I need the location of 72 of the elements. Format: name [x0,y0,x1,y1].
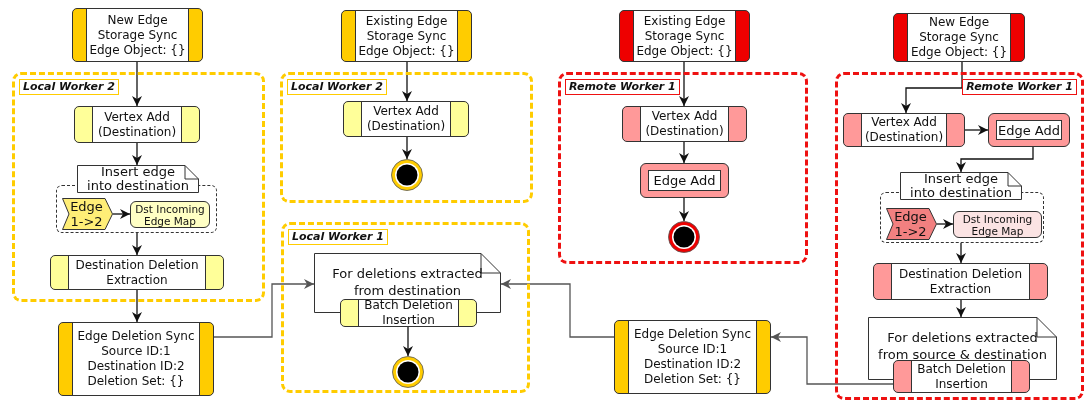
flag-label: Edge 1->2 [893,208,928,240]
arrow [132,232,142,256]
arrow [402,136,412,160]
box-label: Vertex Add (Destination) [640,106,729,142]
box-label: Batch Deletion Insertion [911,360,1012,393]
arrow [964,125,989,135]
box-label: Batch Deletion Insertion [358,299,459,327]
worker-group [12,72,265,302]
arrow [132,289,142,323]
action-box [988,113,1070,147]
flag-label: Edge 1->2 [69,198,104,230]
worker-group [281,222,530,393]
arrow [679,197,689,222]
action-box [622,106,747,142]
box-label: Existing Edge Storage Sync Edge Object: {} [633,10,736,62]
box-label: Vertex Add (Destination) [361,101,451,137]
note-text: Insert edge into destination [86,165,190,193]
message-box [614,320,771,394]
arrow [679,61,689,107]
action-box [343,101,469,137]
action-box [640,163,729,198]
box-label: Vertex Add (Destination) [92,106,182,143]
box-label: Edge Add [648,170,721,191]
box-label: Destination Deletion Extraction [68,255,206,290]
box-label: Vertex Add (Destination) [861,113,947,147]
arrow [956,299,966,318]
box-label: Edge Add [996,120,1062,140]
arrow [901,61,963,114]
arrow [956,146,1034,173]
box-label: New Edge Storage Sync Edge Object: {} [907,13,1011,62]
arrow [402,61,412,102]
arrow [112,209,131,219]
box-label: New Edge Storage Sync Edge Object: {} [86,8,189,62]
arrow [403,326,413,357]
message-box [72,8,203,62]
box-label: Destination Deletion Extraction [891,263,1030,300]
box-label: Existing Edge Storage Sync Edge Object: {} [355,10,458,62]
action-box [50,255,224,290]
box-label: Edge Deletion Sync Source ID:1 Destination ID:2 Deletion Set: {} [72,322,200,396]
action-box [843,113,965,147]
message-box [341,10,472,62]
arrow [132,142,142,166]
arrow [500,279,615,338]
note-text: For deletions extracted from source & destination [877,329,1048,363]
group-title: Local Worker 1 [288,229,388,245]
arrow [956,242,966,264]
note-text: Insert edge into destination [909,172,1013,200]
box-label: Edge Deletion Sync Source ID:1 Destination ID:2 Deletion Set: {} [628,320,757,394]
action-box [893,360,1030,393]
action-box [873,263,1048,300]
edge-flag [886,208,937,240]
arrow [132,61,142,107]
message-box [58,322,214,396]
action-box [340,299,477,327]
group-title: Remote Worker 1 [962,79,1077,95]
group-title: Local Worker 2 [19,79,119,95]
message-box [619,10,750,62]
worker-group [280,72,533,203]
map-box: Dst Incoming Edge Map [130,201,210,228]
worker-group [835,72,1084,400]
arrow [679,141,689,164]
message-box [893,13,1025,62]
arrow [770,332,894,385]
arrow [213,279,315,338]
group-title: Local Worker 2 [287,79,387,95]
arrow [936,219,954,229]
map-box: Dst Incoming Edge Map [953,211,1042,238]
group-title: Remote Worker 1 [565,79,680,95]
action-box [74,106,200,143]
note-text: For deletions extracted from destination [331,265,484,299]
edge-flag [62,198,113,230]
worker-group [558,72,808,264]
